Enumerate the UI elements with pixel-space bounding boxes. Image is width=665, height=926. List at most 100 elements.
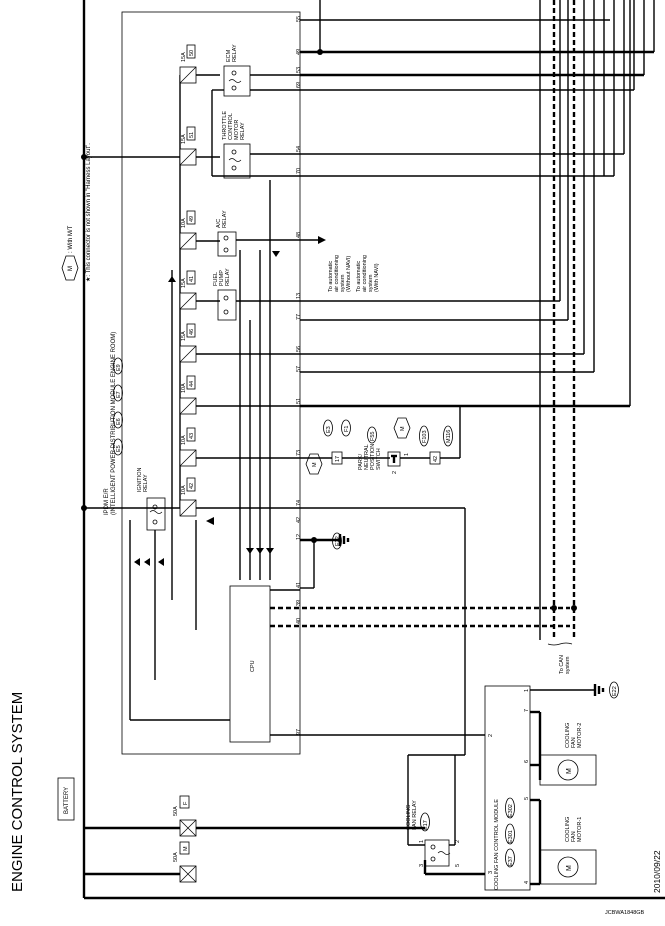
mt-legend-text: : With M/T [68, 225, 74, 253]
cooling-fan-relay: 1 2 3 5 COOLING FAN RELAY E17 [300, 507, 485, 876]
ipdm-connectors: E5 E6 E7 E9 [113, 357, 123, 456]
fuse-50-id: 50 [189, 50, 195, 56]
harness-pin17: 17 [335, 456, 341, 462]
throttle-relay-line3: MOTOR [234, 120, 240, 140]
terminal-39: 39 [296, 600, 302, 606]
ipdm-fuse-43: 10A 43 [179, 427, 197, 467]
main-fuse-m-id: M [183, 846, 189, 851]
mt-symbol-letter: M [68, 266, 74, 271]
ipdm-conn-e7: E7 [116, 391, 122, 398]
fan-motor-1-line3: MOTOR-1 [577, 817, 583, 842]
fuse-41-amp: 15A [181, 278, 187, 288]
ipdm-conn-e9: E9 [116, 364, 122, 371]
right-bus [300, 0, 655, 736]
battery-label: BATTERY [64, 787, 70, 814]
ac-relay: A/C RELAY [216, 210, 237, 257]
terminal-53: 53 [296, 67, 302, 73]
fuse-44-amp: 10A [181, 383, 187, 393]
ipdm-fuse-42: 10A 42 [179, 477, 197, 517]
cfcm-pin2: 2 [488, 734, 494, 737]
cfcm-pin7: 7 [524, 709, 530, 712]
diagram-date: 2010/09/22 [652, 850, 662, 893]
ac-note-2: air conditioning [334, 255, 340, 292]
park-switch-pin2: 2 [392, 471, 398, 474]
fuse-41-id: 41 [189, 276, 195, 282]
cfcm-pin6: 6 [524, 760, 530, 763]
cooling-fan-motor-2: M COOLING FAN MOTOR-2 [530, 710, 597, 786]
terminal-12: 12 [296, 534, 302, 540]
terminal-97: 97 [296, 729, 302, 735]
park-switch-conn: F55 [370, 432, 376, 441]
fan-motor-2-line1: COOLING [565, 723, 571, 748]
terminal-48: 48 [296, 232, 302, 238]
mt-symbol-icon [61, 255, 79, 281]
can-note-2: system [565, 656, 571, 674]
ipdm-box [121, 11, 301, 755]
throttle-relay-line2: CONTROL [228, 113, 234, 140]
park-switch-pin1: 1 [404, 453, 410, 456]
ecm-relay: ECM RELAY [223, 44, 251, 97]
harness-mt: M [312, 462, 318, 467]
main-fuse-m: 50A M [84, 841, 197, 883]
ac-note-4: (Without NAVI) [346, 256, 352, 292]
navi-note-4: (With NAVI) [374, 263, 380, 292]
fuse-50-amp: 15A [181, 52, 187, 62]
ground-lower-label: E22 [612, 686, 618, 696]
fuse-42-id: 42 [189, 483, 195, 489]
fuse-42-amp: 10A [181, 485, 187, 495]
ground-lower: E22 [530, 681, 619, 699]
terminal-73: 73 [296, 450, 302, 456]
park-switch-line2: NEUTRAL [364, 444, 370, 470]
fuse-46-id: 46 [189, 329, 195, 335]
cfcm-conn-e37: E37 [508, 856, 514, 866]
fan-relay-pin2: 2 [455, 840, 461, 843]
terminal-56: 56 [296, 346, 302, 352]
fuse-51-id: 51 [189, 132, 195, 138]
navi-note-3: system [368, 274, 374, 292]
ignition-relay-line1: IGNITION [137, 468, 143, 492]
cfcm-pin4: 4 [524, 881, 530, 884]
fuse-43-amp: 10A [181, 435, 187, 445]
ipdm-fuse-44: 10A 44 [179, 375, 197, 415]
ecm-relay-line1: ECM [226, 49, 232, 62]
fuel-pump-relay-line2: PUMP [219, 270, 225, 286]
ipdm-fuse-51: 15A 51 [179, 126, 197, 166]
fuse-43-id: 43 [189, 433, 195, 439]
fan-relay-pin3: 3 [419, 864, 425, 867]
ground-upper: E22 [300, 532, 350, 589]
fan-motor-1-line2: FAN [571, 831, 577, 842]
ipdm-fuse-41: 15A 41 [179, 270, 197, 310]
fan-relay-line1: COOLING [406, 805, 412, 830]
fan-motor-1-line1: COOLING [565, 817, 571, 842]
legend: M : With M/T ★: This connector is not sh… [61, 143, 92, 282]
terminal-51: 51 [296, 398, 302, 404]
ground-upper-label: E22 [335, 536, 341, 546]
park-switch-mt: M [400, 426, 406, 431]
park-switch-line1: PARK/ [358, 453, 364, 470]
cpu-label: CPU [250, 660, 256, 672]
ac-output: To automatic air conditioning system (Wi… [300, 236, 380, 292]
ipdm-fuse-46: 15A 46 [179, 323, 197, 363]
main-fuse-f: 50A F [84, 795, 425, 837]
cfcm-conn-e302: E302 [508, 804, 514, 817]
main-fuse-f-id: F [183, 801, 189, 805]
terminal-77: 77 [296, 314, 302, 320]
cpu: CPU [229, 585, 271, 743]
throttle-relay-line1: THROTTLE [222, 111, 228, 140]
ignition-relay-line2: RELAY [143, 474, 149, 492]
ecm-relay-line2: RELAY [232, 44, 238, 62]
fuel-pump-relay: FUEL PUMP RELAY [213, 268, 237, 321]
fan-relay-pin5: 5 [455, 864, 461, 867]
fan-motor-2-line3: MOTOR-2 [577, 723, 583, 748]
fan-relay-conn: E17 [423, 820, 429, 830]
main-fuse-f-amp: 50A [173, 806, 179, 816]
terminal-numbers: 97 40 39 41 12 42 74 73 51 57 56 77 13 4… [296, 16, 302, 735]
navi-note-1: To automatic [356, 261, 362, 292]
harness-f103: F103 [422, 430, 428, 443]
star-note: ★: This connector is not shown in "Harne… [85, 143, 92, 282]
can-note: To CAN system [547, 642, 573, 674]
throttle-relay-line4: RELAY [240, 122, 246, 140]
ipdm-fuse-49: 10A 49 [179, 210, 197, 250]
ipdm-conn-e6: E6 [116, 418, 122, 425]
